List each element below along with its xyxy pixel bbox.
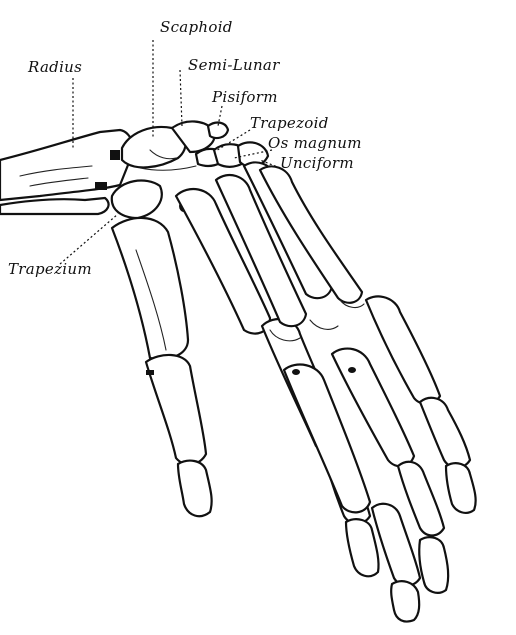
label-os-magnum: Os magnum	[268, 136, 362, 151]
ring-middle-phalanx	[398, 462, 444, 536]
little-distal-phalanx	[446, 463, 476, 513]
label-trapezoid: Trapezoid	[250, 116, 329, 131]
label-pisiform: Pisiform	[212, 90, 278, 105]
leader-semi-lunar	[180, 70, 182, 126]
thumb-proximal-phalanx	[146, 355, 206, 464]
ulna-bone	[0, 198, 109, 214]
label-trapezium: Trapezium	[8, 262, 92, 277]
index-distal-phalanx	[346, 519, 379, 576]
radius-bone	[0, 130, 133, 200]
ring-distal-phalanx	[419, 537, 448, 593]
label-unciform: Unciform	[280, 156, 354, 171]
label-scaphoid: Scaphoid	[160, 20, 233, 35]
middle-distal-phalanx	[391, 581, 419, 621]
label-radius: Radius	[28, 60, 82, 75]
trapezium-bone	[112, 181, 162, 218]
label-semi-lunar: Semi-Lunar	[188, 58, 280, 73]
thumb-distal-phalanx	[178, 461, 212, 517]
middle-middle-phalanx	[372, 504, 420, 586]
thumb-metacarpal	[112, 218, 188, 359]
little-middle-phalanx	[420, 398, 470, 468]
leader-trapezium	[60, 214, 118, 264]
